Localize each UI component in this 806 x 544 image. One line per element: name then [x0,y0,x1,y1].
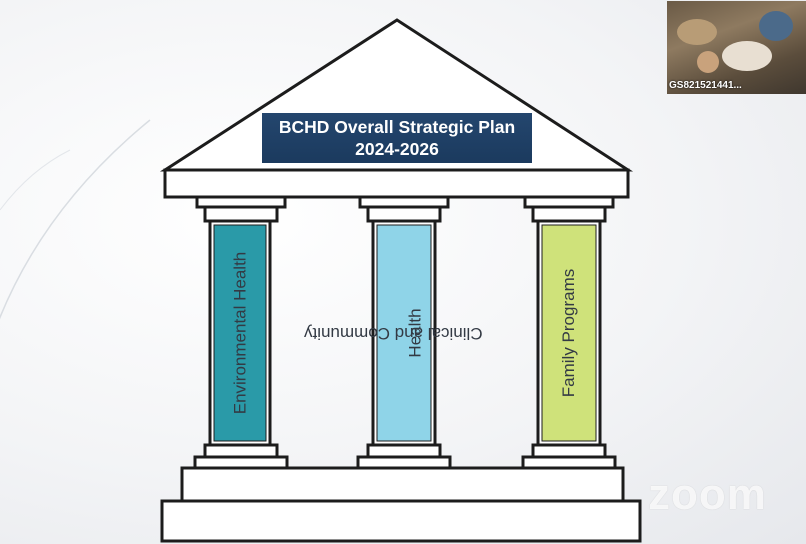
temple-architrave [163,168,630,199]
pillar-fill-family [541,224,597,442]
participant-name: GS821521441... [669,80,742,91]
pillar-label-clinical-line1: Clinical and Community [303,324,483,343]
pillar-label-environmental: Environmental Health [230,251,249,415]
pillar-label-clinical: Clinical and Community Health [304,225,483,441]
zoom-logo: zoom [648,470,767,519]
pillar-label-family: Family Programs [559,268,578,398]
base-step-bottom [160,499,642,543]
participant-video-thumbnail[interactable]: GS821521441... [667,1,806,94]
plan-years: 2024-2026 [355,139,439,159]
plan-title-box: BCHD Overall Strategic Plan 2024-2026 [262,113,532,163]
pillar-fill-clinical [376,224,432,442]
pillar-fill-environmental [213,224,267,442]
plan-title: BCHD Overall Strategic Plan [278,117,516,137]
base-step-top [180,466,625,503]
